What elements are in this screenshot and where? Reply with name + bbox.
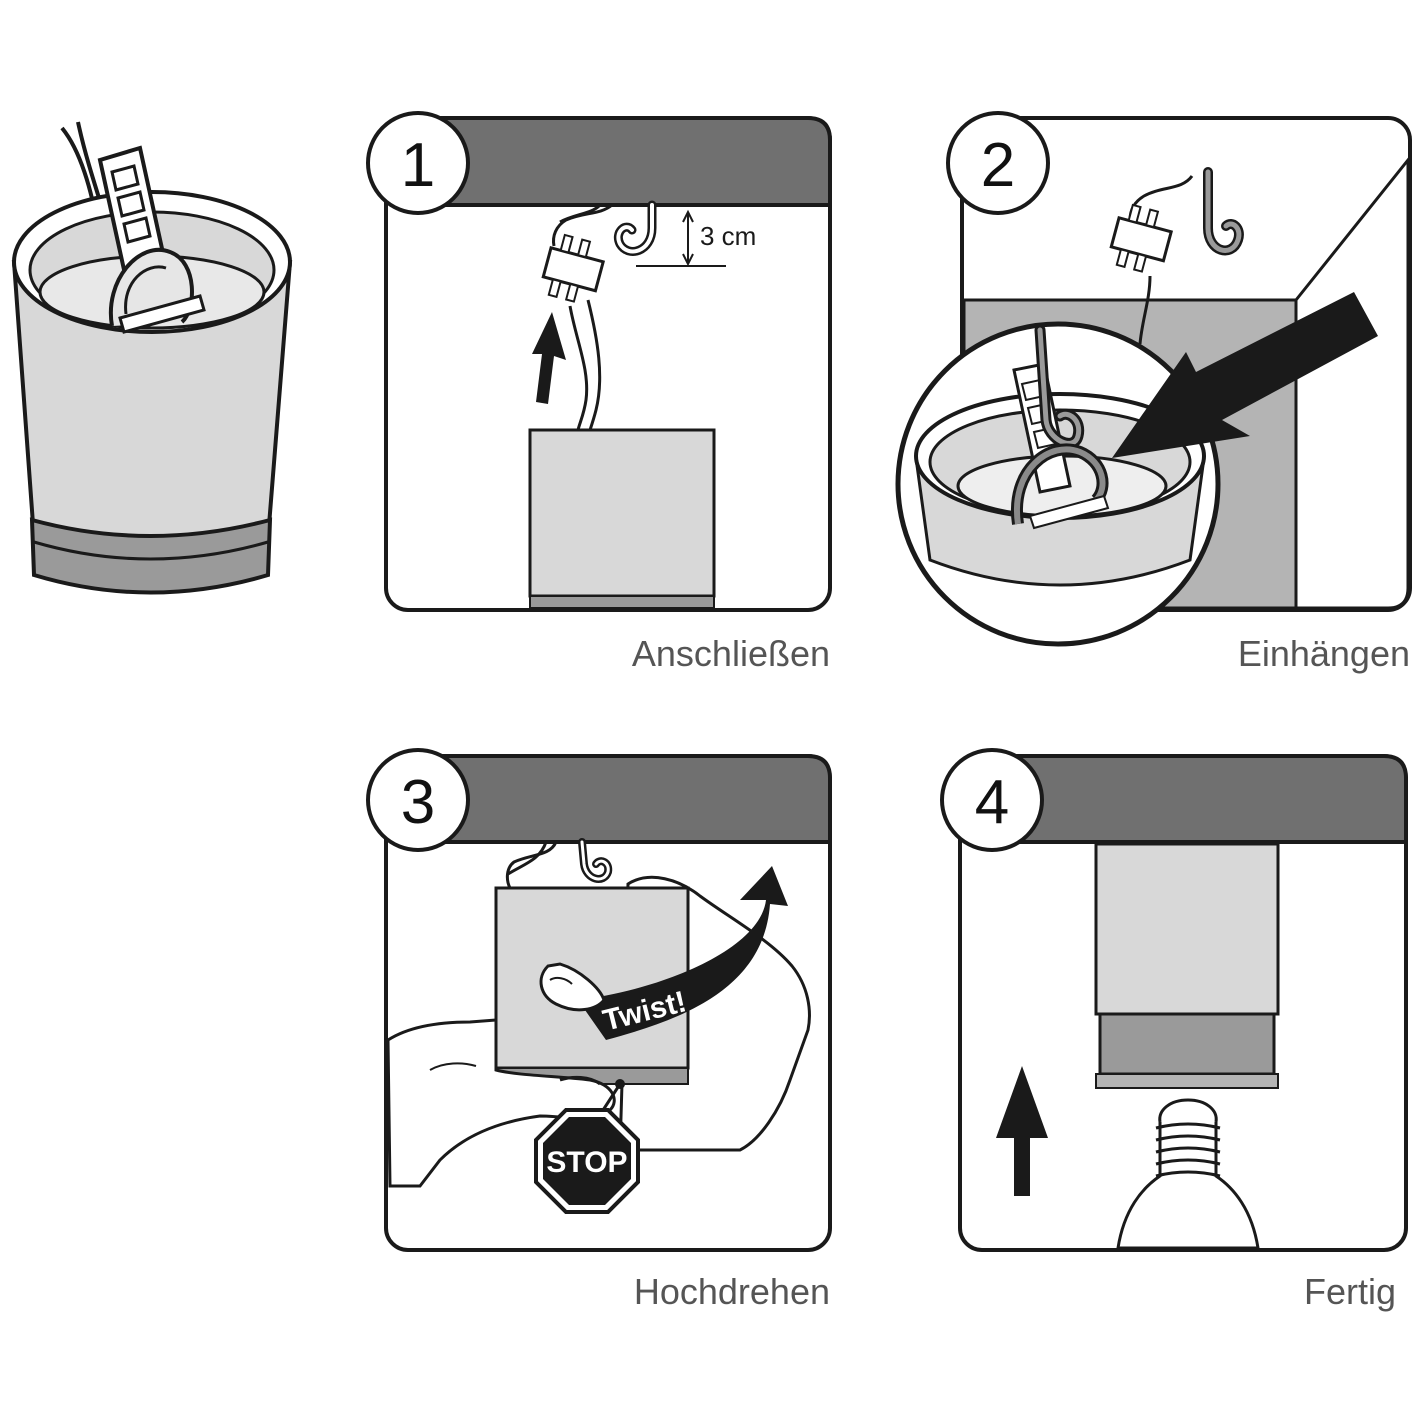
step-1-ceiling-bar [438, 116, 832, 207]
lampshade-overview [11, 121, 293, 595]
step-4-caption: Fertig [1304, 1271, 1396, 1312]
step-4-ceiling-bar [1012, 754, 1408, 844]
step-3-caption: Hochdrehen [634, 1271, 830, 1312]
step-4-panel: 4 [940, 748, 1408, 1252]
up-arrow-icon [532, 312, 566, 404]
step-2-caption: Einhängen [1238, 633, 1410, 674]
twist-arrow-icon [578, 866, 788, 1040]
up-arrow-icon-4 [996, 1066, 1048, 1196]
detail-zoom-contents [914, 324, 1206, 587]
step-3-ceiling-bar [438, 754, 832, 844]
insert-arrow-icon [1112, 292, 1378, 458]
stop-label: STOP [546, 1146, 627, 1179]
lampshade [528, 428, 716, 598]
step-2-panel: 2 [895, 111, 1412, 647]
mounted-lampshade [1094, 842, 1280, 1016]
step-4-badge [940, 748, 1044, 852]
step-4-number: 4 [975, 768, 1009, 837]
step-2-number: 2 [981, 131, 1015, 200]
step-1-caption: Anschließen [632, 633, 830, 674]
step-3-panel: 3 Twist! STOP [366, 748, 832, 1252]
lampshade-3 [494, 886, 690, 1070]
step-3-badge [366, 748, 470, 852]
step-1-number: 1 [401, 131, 435, 200]
step-1-panel: 1 3 cm [366, 111, 832, 612]
step-3-number: 3 [401, 768, 435, 837]
step-2-badge [946, 111, 1050, 215]
terminal-block-icon-2 [1109, 203, 1174, 273]
terminal-block-icon [541, 233, 606, 303]
step-1-badge [366, 111, 470, 215]
distance-label: 3 cm [700, 221, 756, 251]
light-bulb-icon [1116, 1098, 1260, 1250]
